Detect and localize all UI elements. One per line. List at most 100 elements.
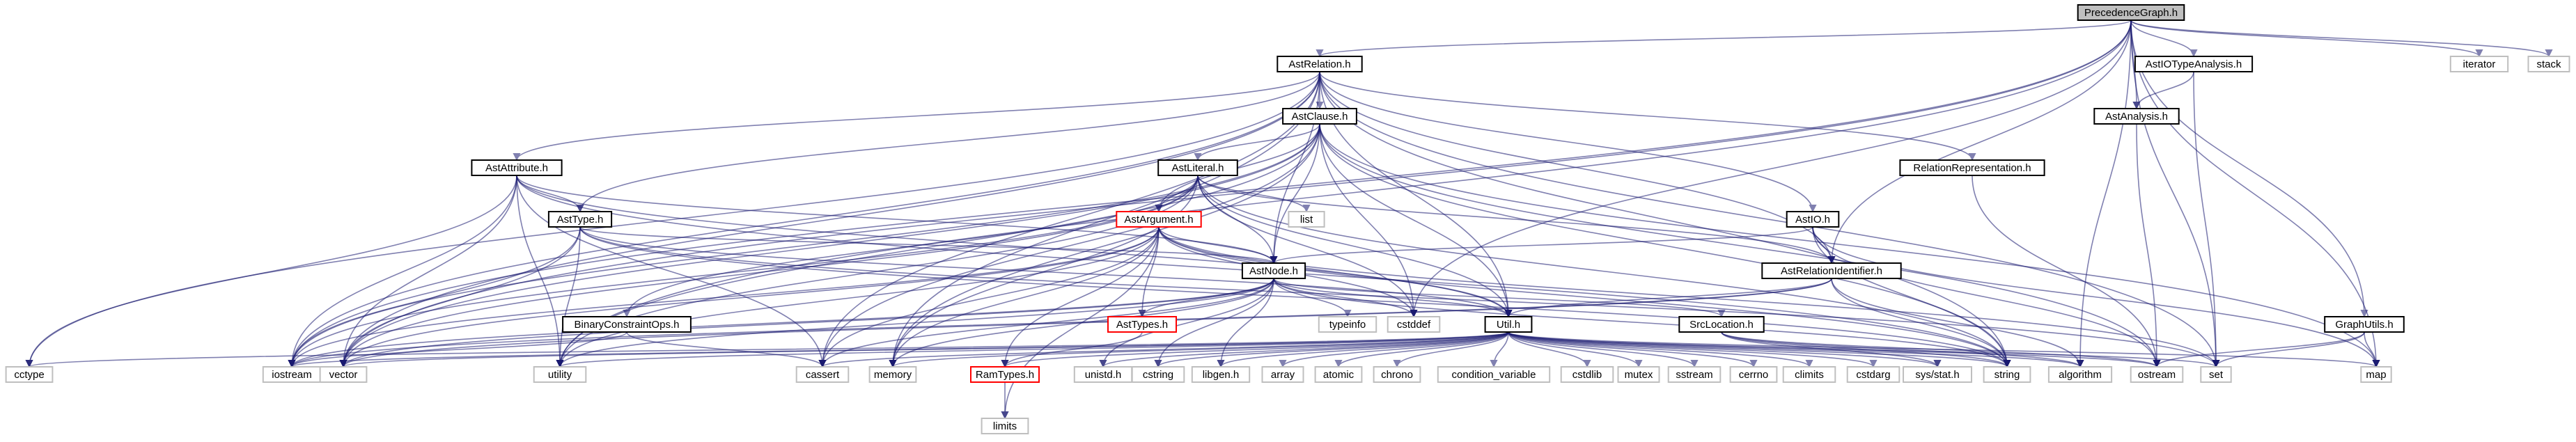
edge-util-h-to-cerrno [1508,331,1758,368]
edge-util-h-to-mutex [1508,331,1643,368]
edge-astrelation-h-to-asttype-h [576,71,1320,213]
edge-astclause-h-to-vector [339,123,1320,368]
node-astanalysis-h[interactable]: AstAnalysis.h [2093,108,2180,125]
node-map: map [2360,366,2392,383]
edge-util-h-to-chrono [1393,331,1509,368]
node-label: GraphUtils.h [2335,319,2393,331]
node-label: cstring [1143,369,1173,381]
node-label: AstIOTypeAnalysis.h [2146,58,2242,70]
node-box [1318,316,1377,333]
node-memory: memory [868,366,917,383]
node-cstring: cstring [1131,366,1185,383]
node-atomic: atomic [1314,366,1363,383]
edge-asttype-h-to-vector [339,226,581,368]
node-label: AstTypes.h [1116,319,1168,331]
edge-util-h-to-climits [1508,331,1813,368]
node-box [970,366,1040,383]
node-srclocation-h[interactable]: SrcLocation.h [1678,316,1765,333]
node-label: cstdlib [1572,369,1602,381]
edge-astliteral-h-to-cstddef [1197,175,1418,318]
edge-util-h-to-memory [889,331,1509,368]
edge-precedencegraph-h-to-astrelation-h [1316,19,2132,58]
node-box [1437,366,1551,383]
edge-astliteral-h-to-memory [889,175,1199,368]
node-asttype-h[interactable]: AstType.h [547,211,613,228]
node-util-h[interactable]: Util.h [1484,316,1533,333]
edge-astclause-h-to-memory [889,123,1320,368]
node-astiotypeanalysis-h[interactable]: AstIOTypeAnalysis.h [2134,56,2254,72]
node-label: string [1995,369,2020,381]
node-cstdlib: cstdlib [1560,366,1614,383]
edge-astio-h-to-astnode-h [1270,226,1813,265]
edge-astattribute-h-to-astnode-h [516,175,1278,265]
node-relationrepresentation-h[interactable]: RelationRepresentation.h [1899,159,2045,176]
node-box [1277,56,1363,72]
node-box [1241,262,1306,279]
node-box [1782,366,1836,383]
edge-astclause-h-to-iostream [288,123,1320,368]
node-astargument-h[interactable]: AstArgument.h [1116,211,1202,228]
edge-util-h-to-utility [556,331,1509,368]
edge-util-h-to-set [1508,331,2220,368]
node-label: Util.h [1497,319,1520,331]
node-box [1261,366,1304,383]
node-asttypes-h[interactable]: AstTypes.h [1107,316,1177,333]
edge-astnode-h-to-memory [889,278,1274,368]
node-array: array [1261,366,1304,383]
edge-astrelationidentifier-h-to-algorithm [1831,278,2084,368]
node-box [1191,366,1251,383]
node-astliteral-h[interactable]: AstLiteral.h [1157,159,1238,176]
node-label: libgen.h [1203,369,1240,381]
node-box [1373,366,1421,383]
edge-astliteral-h-to-binaryconstraintops-h [623,175,1199,318]
node-astnode-h[interactable]: AstNode.h [1241,262,1306,279]
edge-util-h-to-libgen-h [1217,331,1509,368]
node-box [533,366,587,383]
edge-astliteral-h-to-astrelationidentifier-h [1197,175,1836,265]
edge-astargument-h-to-string [1158,226,2011,368]
node-label: AstRelationIdentifier.h [1781,265,1882,277]
node-label: AstType.h [557,214,604,226]
node-box [1288,211,1325,228]
node-astrelationidentifier-h[interactable]: AstRelationIdentifier.h [1761,262,1902,279]
node-astio-h[interactable]: AstIO.h [1786,211,1840,228]
edge-astnode-h-to-typeinfo [1273,278,1352,318]
edge-astattribute-h-to-vector [339,175,517,368]
node-box [868,366,917,383]
node-label: climits [1795,369,1824,381]
edge-util-h-to-vector [340,331,1509,368]
node-box [2134,56,2254,72]
node-box [1761,262,1902,279]
node-label: mutex [1625,369,1653,381]
edge-astnode-h-to-vector [339,278,1274,368]
node-precedencegraph-h[interactable]: PrecedenceGraph.h [2077,4,2185,21]
node-label: RelationRepresentation.h [1913,162,2031,174]
edge-relationrepresentation-h-to-ostream [1972,175,2161,368]
node-astclause-h[interactable]: AstClause.h [1282,108,1357,125]
node-box [1983,366,2031,383]
edge-asttypes-h-to-ramtypes-h [1001,331,1143,368]
node-label: AstIO.h [1795,214,1830,226]
node-astrelation-h[interactable]: AstRelation.h [1277,56,1363,72]
node-algorithm: algorithm [2047,366,2113,383]
node-box [1667,366,1722,383]
edge-astliteral-h-to-list [1197,175,1311,213]
node-graphutils-h[interactable]: GraphUtils.h [2324,316,2405,333]
node-label: iterator [2463,58,2496,70]
node-box [1116,211,1202,228]
edge-astnode-h-to-util-h [1273,278,1513,318]
edge-util-h-to-ramtypes-h [1001,331,1509,368]
edge-astrelation-h-to-iostream [288,71,1320,368]
node-label: AstArgument.h [1124,214,1193,226]
node-label: cctype [14,369,44,381]
node-box [1131,366,1185,383]
node-utility: utility [533,366,587,383]
node-binaryconstraintops-h[interactable]: BinaryConstraintOps.h [562,316,692,333]
edge-astliteral-h-to-iostream [288,175,1199,368]
node-box [1314,366,1363,383]
node-astattribute-h[interactable]: AstAttribute.h [471,159,563,176]
node-ramtypes-h[interactable]: RamTypes.h [970,366,1040,383]
edge-astiotypeanalysis-h-to-astanalysis-h [2132,71,2194,110]
node-label: list [1300,214,1313,226]
